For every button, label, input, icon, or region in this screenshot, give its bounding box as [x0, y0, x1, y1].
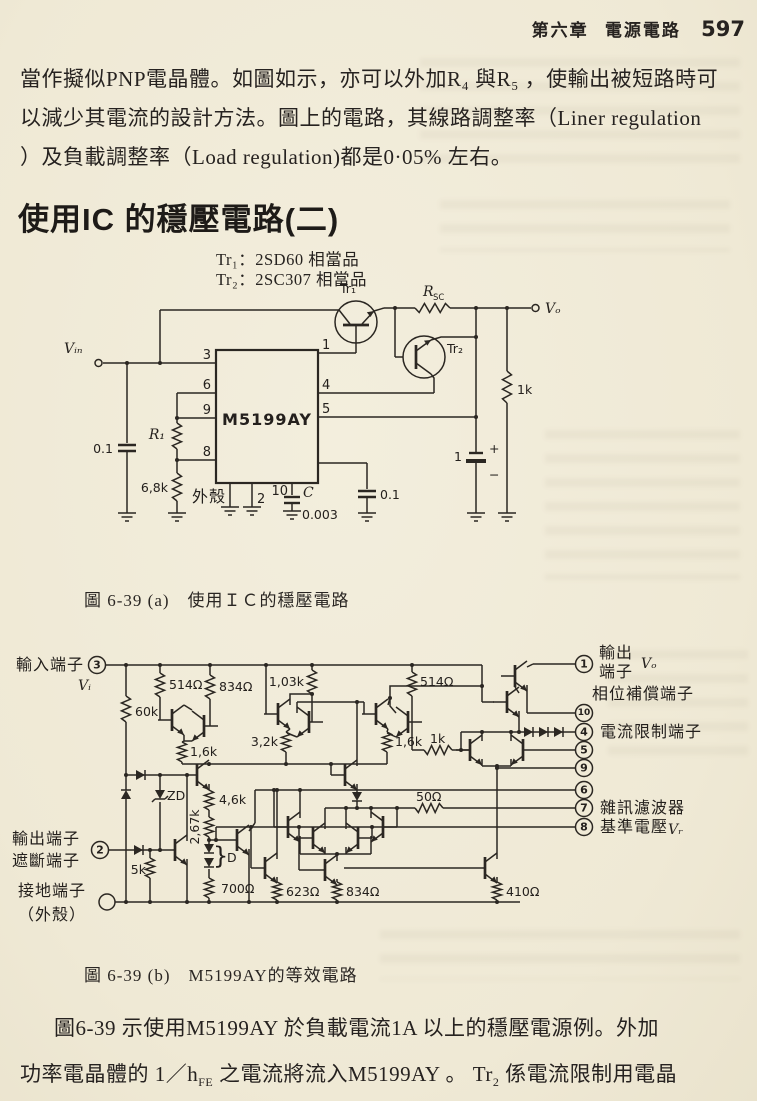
svg-text:雜訊濾波器: 雜訊濾波器	[600, 799, 685, 817]
svg-text:1,6k: 1,6k	[395, 734, 423, 749]
page-header: 第六章 電源電路 597	[0, 16, 745, 41]
svg-text:1,03k: 1,03k	[269, 674, 305, 689]
terminal-5: 5	[580, 744, 588, 757]
r2-value: 6,8k	[141, 480, 169, 495]
paragraph-1-line1: 當作擬似PNP電晶體。如圖如示，亦可以外加R₄ 與R₅ ，使輸出被短路時可	[20, 67, 719, 91]
input-terminal-label: 輸入端子	[16, 656, 84, 674]
svg-text:Vᵢ: Vᵢ	[78, 678, 91, 694]
svg-text:1,6k: 1,6k	[190, 744, 218, 759]
svg-text:410Ω: 410Ω	[506, 884, 540, 899]
svg-text:50Ω: 50Ω	[416, 789, 442, 804]
svg-text:4,6k: 4,6k	[219, 792, 247, 807]
fig-b-labels: 3 2 輸入端子 Vᵢ 輸出端子 遮斷端子 接地端子 （外殼） 1 10 4 5…	[12, 644, 702, 924]
terminal-3: 3	[93, 659, 101, 672]
paragraph-2: 圖6-39 示使用M5199AY 於負載電流1A 以上的穩壓電源例。外加 功率電…	[20, 1005, 750, 1105]
svg-text:700Ω: 700Ω	[221, 881, 255, 896]
tr1-label: Tr₁	[339, 281, 356, 296]
svg-text:4: 4	[322, 378, 330, 393]
tr1-note: Tr₁：2SD60 相當品	[216, 250, 360, 269]
paragraph-1: 當作擬似PNP電晶體。如圖如示，亦可以外加R₄ 與R₅ ，使輸出被短路時可 以減…	[20, 60, 746, 177]
terminal-1: 1	[580, 658, 588, 671]
svg-text:接地端子: 接地端子	[18, 882, 86, 900]
vin-label: Vᵢₙ	[64, 341, 83, 357]
svg-text:SC: SC	[433, 293, 444, 303]
section-title: 電源電路	[604, 21, 681, 40]
r1-label: R₁	[148, 427, 165, 443]
fig-a-wires	[94, 300, 540, 522]
svg-text:834Ω: 834Ω	[219, 679, 253, 694]
transistor-notes: Tr₁：2SD60 相當品 Tr₂：2SC307 相當品	[216, 250, 367, 290]
c-label: C	[303, 485, 314, 501]
svg-text:相位補償端子: 相位補償端子	[592, 685, 694, 703]
svg-text:Vᵣ: Vᵣ	[668, 822, 683, 838]
figure-b-circuit: 3 2 輸入端子 Vᵢ 輸出端子 遮斷端子 接地端子 （外殼） 1 10 4 5…	[12, 644, 702, 924]
terminal-10: 10	[578, 708, 591, 718]
fig-a-labels: Vᵢₙ Vₒ Tr₁ Tr₂ R SC M5199AY 0.1 R₁ 6,8k …	[64, 281, 561, 522]
svg-text:2,67k: 2,67k	[187, 809, 202, 845]
svg-text:端子: 端子	[599, 663, 633, 681]
svg-text:5k: 5k	[131, 862, 147, 877]
terminal-6: 6	[580, 784, 588, 797]
svg-text:（外殼）: （外殼）	[18, 906, 86, 924]
svg-text:輸出端子: 輸出端子	[12, 830, 80, 848]
terminal-7: 7	[580, 802, 588, 815]
chip-label: M5199AY	[222, 410, 312, 429]
figure-a-caption: 圖 6-39 (a) 使用ＩＣ的穩壓電路	[84, 591, 350, 610]
terminal-8: 8	[580, 821, 588, 834]
svg-text:1k: 1k	[430, 731, 446, 746]
svg-text:514Ω: 514Ω	[169, 677, 203, 692]
svg-text:3,2k: 3,2k	[251, 734, 279, 749]
vo-label: Vₒ	[545, 301, 561, 317]
terminal-4: 4	[580, 726, 588, 739]
svg-text:2: 2	[257, 492, 265, 507]
zener-label: ZD	[167, 788, 185, 803]
svg-text:10: 10	[271, 484, 288, 499]
tr2-label: Tr₂	[446, 341, 463, 356]
cap3-value: 0.1	[380, 487, 400, 502]
svg-text:Vₒ: Vₒ	[641, 656, 657, 672]
svg-text:8: 8	[203, 445, 211, 460]
figure-b-caption: 圖 6-39 (b) M5199AY的等效電路	[84, 966, 358, 985]
elcap-value: 1	[454, 449, 462, 464]
c-value: 0.003	[302, 507, 338, 522]
svg-text:}: }	[213, 842, 228, 870]
svg-text:514Ω: 514Ω	[420, 674, 454, 689]
svg-text:+: +	[489, 441, 499, 456]
chapter-title: 第六章	[531, 21, 589, 40]
paragraph-2-line2: 功率電晶體的 1／hFE 之電流將流入M5199AY 。 Tr2 係電流限制用電…	[20, 1062, 678, 1090]
svg-text:電流限制端子: 電流限制端子	[600, 723, 702, 741]
paragraph-1-line2: 以減少其電流的設計方法。圖上的電路，其線路調整率（Liner regulatio…	[20, 106, 702, 130]
svg-text:3: 3	[203, 348, 211, 363]
svg-text:基準電壓: 基準電壓	[600, 818, 668, 836]
case-label: 外殼	[192, 488, 226, 506]
paragraph-1-line3: ）及負載調整率（Load regulation)都是0·05% 左右。	[20, 145, 513, 169]
tr2-note: Tr₂：2SC307 相當品	[216, 270, 368, 289]
svg-text:6: 6	[203, 378, 211, 393]
svg-text:623Ω: 623Ω	[286, 884, 320, 899]
diode-group-label: D	[227, 850, 237, 865]
svg-text:−: −	[489, 467, 499, 482]
fig-b-wires	[87, 654, 594, 911]
page-number: 597	[701, 17, 745, 41]
paragraph-2-line1: 圖6-39 示使用M5199AY 於負載電流1A 以上的穩壓電源例。外加	[54, 1016, 660, 1040]
svg-text:834Ω: 834Ω	[346, 884, 380, 899]
rsc-label: R	[422, 284, 434, 300]
figure-a-circuit: Vᵢₙ Vₒ Tr₁ Tr₂ R SC M5199AY 0.1 R₁ 6,8k …	[64, 281, 561, 522]
terminal-2: 2	[96, 844, 104, 857]
terminal-9: 9	[580, 762, 588, 775]
svg-text:遮斷端子: 遮斷端子	[12, 852, 80, 870]
svg-text:9: 9	[203, 403, 211, 418]
svg-text:5: 5	[322, 402, 330, 417]
r3-value: 1k	[517, 382, 533, 397]
svg-text:1: 1	[322, 338, 330, 353]
section-heading: 使用IC 的穩壓電路(二)	[18, 202, 340, 237]
svg-text:60k: 60k	[135, 704, 159, 719]
svg-text:輸出: 輸出	[599, 644, 633, 662]
cap1-value: 0.1	[93, 441, 113, 456]
